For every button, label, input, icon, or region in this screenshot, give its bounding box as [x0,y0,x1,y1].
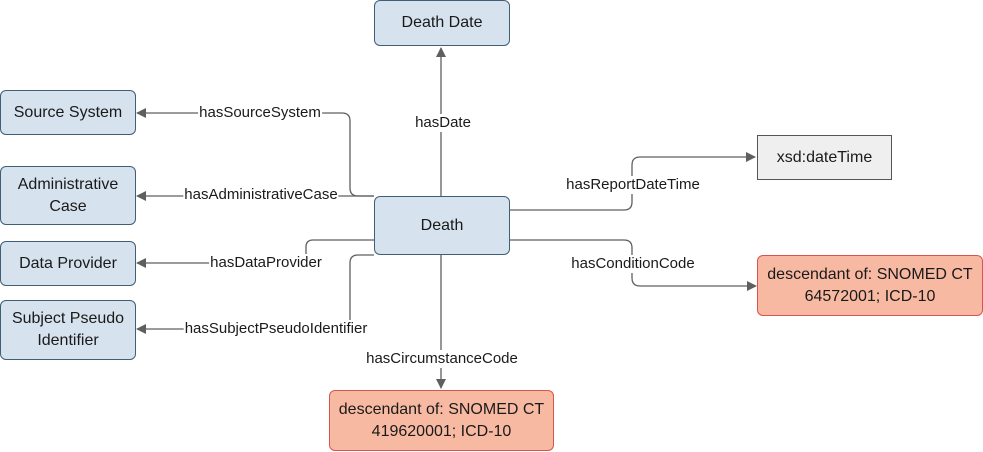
death-date-node-label: Death Date [401,14,483,31]
edge-label-has-circumstance-code: hasCircumstanceCode [365,350,519,368]
xsd-datetime-node-label: xsd:dateTime [776,148,873,166]
edge-label-has-subject-pseudo-identifier: hasSubjectPseudoIdentifier [183,320,369,338]
subject-pseudo-identifier-node[interactable]: Subject Pseudo Identifier [0,300,136,360]
xsd-datetime-node[interactable]: xsd:dateTime [757,135,892,180]
source-system-node[interactable]: Source System [0,90,136,135]
edge-label-has-data-provider: hasDataProvider [209,254,323,272]
circumstance-code-node-label: descendant of: SNOMED CT 419620001; ICD-… [338,400,545,440]
subject-pseudo-identifier-node-label: Subject Pseudo Identifier [11,310,125,349]
administrative-case-node-label: Administrative Case [17,175,119,215]
edge-label-has-condition-code: hasConditionCode [570,255,696,273]
edge-label-has-report-date-time: hasReportDateTime [565,176,701,194]
death-date-node[interactable]: Death Date [374,0,510,46]
data-provider-node[interactable]: Data Provider [0,241,136,286]
edge-label-has-date: hasDate [414,114,472,132]
condition-code-node-label: descendant of: SNOMED CT 64572001; ICD-1… [767,265,973,305]
source-system-node-label: Source System [13,103,123,121]
death-node-label: Death [420,216,464,234]
edge-label-has-source-system: hasSourceSystem [198,104,322,122]
circumstance-code-node[interactable]: descendant of: SNOMED CT 419620001; ICD-… [329,390,554,451]
condition-code-node[interactable]: descendant of: SNOMED CT 64572001; ICD-1… [757,255,983,316]
edge-label-has-administrative-case: hasAdministrativeCase [183,186,339,204]
death-node[interactable]: Death [374,196,510,255]
administrative-case-node[interactable]: Administrative Case [0,166,136,225]
data-provider-node-label: Data Provider [19,254,117,272]
edge-has-source-system [136,108,374,197]
